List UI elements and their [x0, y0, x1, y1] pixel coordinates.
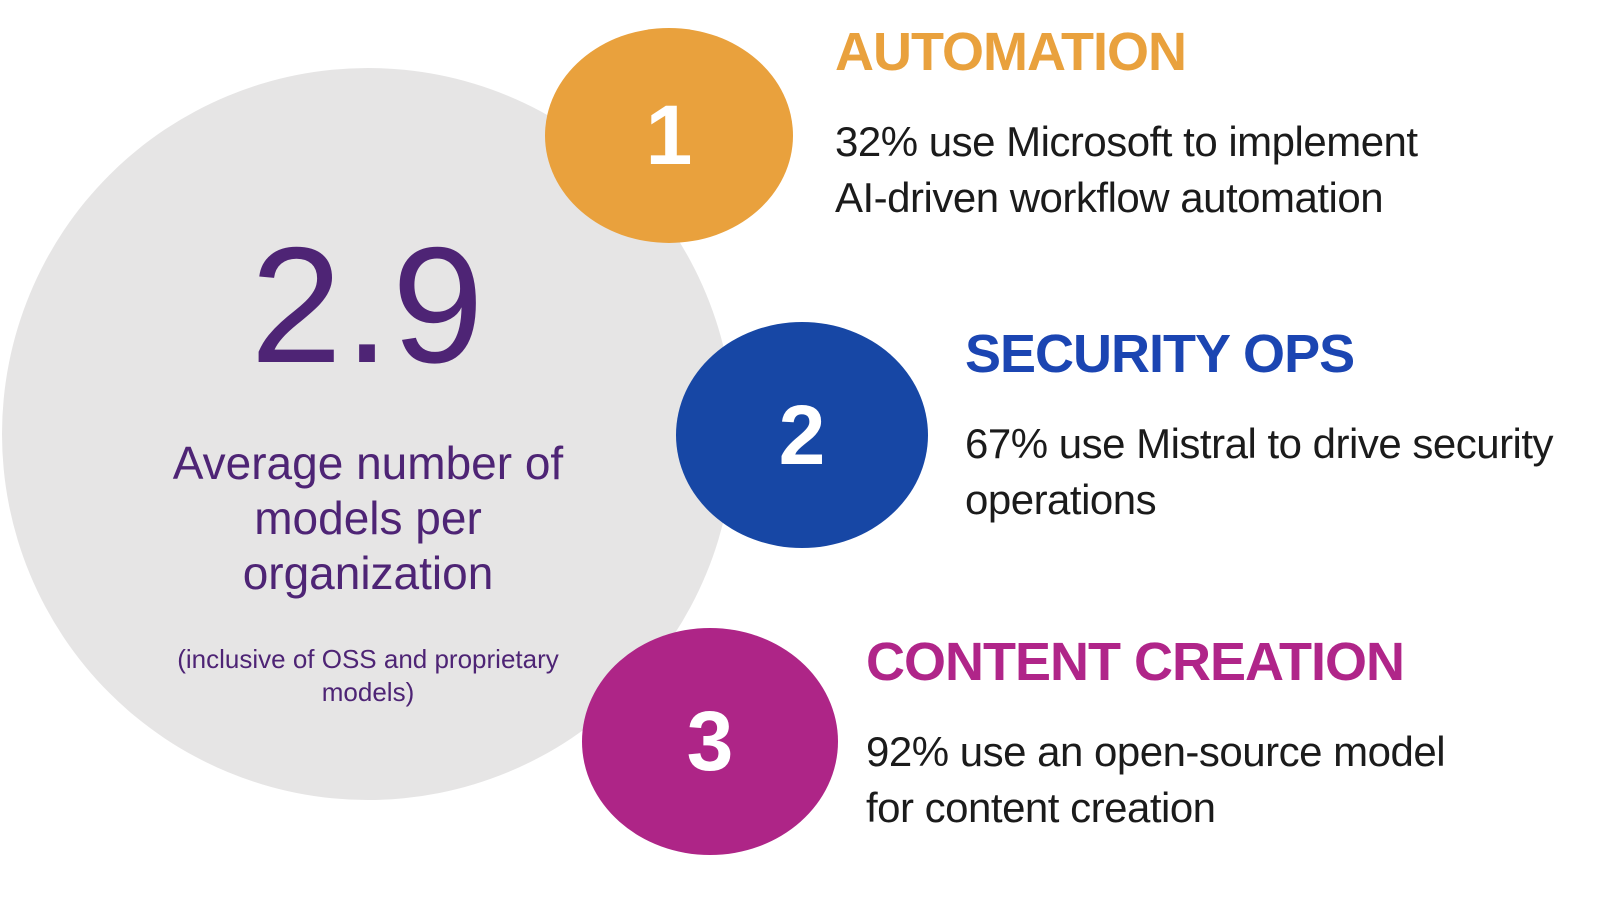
section-automation-description: 32% use Microsoft to implement AI-driven…: [835, 114, 1418, 226]
section-content-creation-description-line-2: for content creation: [866, 784, 1216, 831]
section-automation: AUTOMATION 32% use Microsoft to implemen…: [835, 20, 1418, 226]
section-automation-description-line-1: 32% use Microsoft to implement: [835, 118, 1418, 165]
step-circle-automation: 1: [545, 28, 793, 243]
section-security-ops-description-line-1: 67% use Mistral to drive security: [965, 420, 1554, 467]
section-security-ops-description-line-2: operations: [965, 476, 1157, 523]
step-number-1: 1: [645, 88, 693, 182]
section-automation-description-line-2: AI-driven workflow automation: [835, 174, 1384, 221]
average-models-label-line-1: Average number of: [172, 437, 564, 489]
average-models-label: Average number of models per organizatio…: [2, 436, 734, 601]
step-circle-security-ops: 2: [676, 322, 928, 548]
average-models-label-line-2: models per: [254, 492, 482, 544]
step-number-2: 2: [778, 387, 826, 482]
section-security-ops: SECURITY OPS 67% use Mistral to drive se…: [965, 322, 1554, 528]
average-models-label-line-3: organization: [242, 547, 494, 599]
section-automation-title: AUTOMATION: [835, 22, 1187, 82]
section-content-creation-description-line-1: 92% use an open-source model: [866, 728, 1446, 775]
step-number-3: 3: [686, 694, 734, 788]
average-models-caption-line-2: models): [321, 677, 415, 707]
section-security-ops-description: 67% use Mistral to drive security operat…: [965, 416, 1554, 528]
average-models-caption: (inclusive of OSS and proprietary models…: [2, 643, 734, 709]
step-circle-content-creation: 3: [582, 628, 838, 855]
average-models-value: 2.9: [250, 213, 486, 397]
section-content-creation-title: CONTENT CREATION: [866, 632, 1405, 692]
section-security-ops-title: SECURITY OPS: [965, 324, 1355, 384]
section-content-creation: CONTENT CREATION 92% use an open-source …: [866, 630, 1446, 836]
section-content-creation-description: 92% use an open-source model for content…: [866, 724, 1446, 836]
average-models-caption-line-1: (inclusive of OSS and proprietary: [177, 644, 559, 674]
